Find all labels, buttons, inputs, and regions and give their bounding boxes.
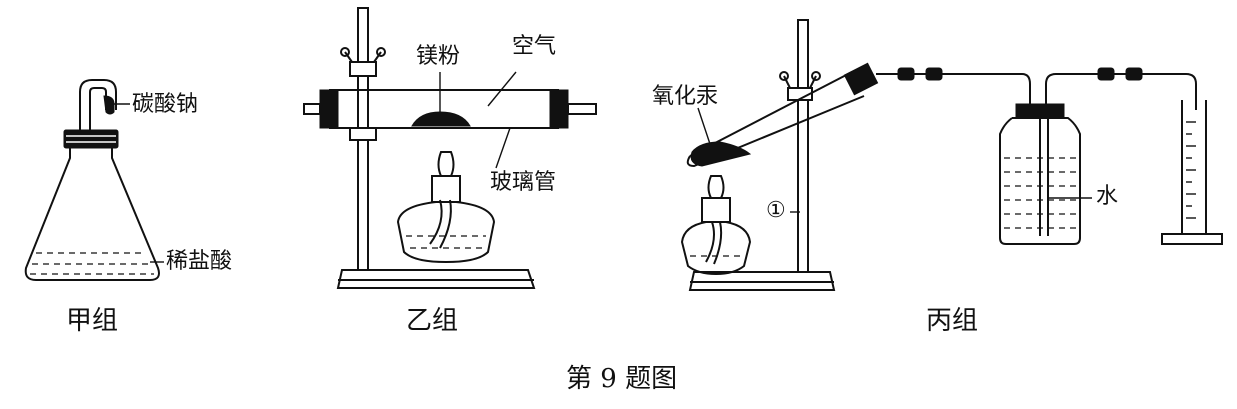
iron-stand xyxy=(688,19,836,291)
test-tube xyxy=(686,62,879,168)
label-air: 空气 xyxy=(512,34,557,59)
bing-apparatus xyxy=(680,19,1223,291)
alcohol-lamp xyxy=(396,151,496,264)
label-magnesium-powder: 镁粉 xyxy=(416,44,461,69)
water-bottle xyxy=(999,103,1081,245)
mercuric-oxide-leader xyxy=(697,107,711,145)
caption-group-jia: 甲组 xyxy=(66,306,119,336)
magnesium-powder-pile xyxy=(411,111,471,127)
dilute-hcl-liquid xyxy=(30,252,154,275)
label-glass-tube: 玻璃管 xyxy=(490,170,557,195)
label-mercuric-oxide: 氧化汞 xyxy=(652,84,719,109)
caption-group-yi: 乙组 xyxy=(406,306,459,336)
label-marker-1: ① xyxy=(766,198,786,223)
delivery-tube xyxy=(876,67,1197,112)
label-dilute-hcl: 稀盐酸 xyxy=(166,249,233,274)
figure-caption: 第 9 题图 xyxy=(566,364,678,394)
air-leader xyxy=(487,71,517,107)
iron-stand xyxy=(336,7,536,289)
jia-apparatus xyxy=(24,79,164,281)
label-sodium-carbonate: 碳酸钠 xyxy=(132,92,199,117)
glass-tube-leader xyxy=(495,127,511,169)
graduated-cylinder xyxy=(1161,100,1223,245)
alcohol-lamp xyxy=(680,175,752,276)
sodium-carbonate-tube xyxy=(79,79,117,130)
glass-tube xyxy=(303,89,597,129)
yi-apparatus xyxy=(303,7,597,289)
label-water: 水 xyxy=(1096,184,1119,209)
caption-group-bing: 丙组 xyxy=(926,306,979,336)
erlenmeyer-flask xyxy=(24,129,160,281)
